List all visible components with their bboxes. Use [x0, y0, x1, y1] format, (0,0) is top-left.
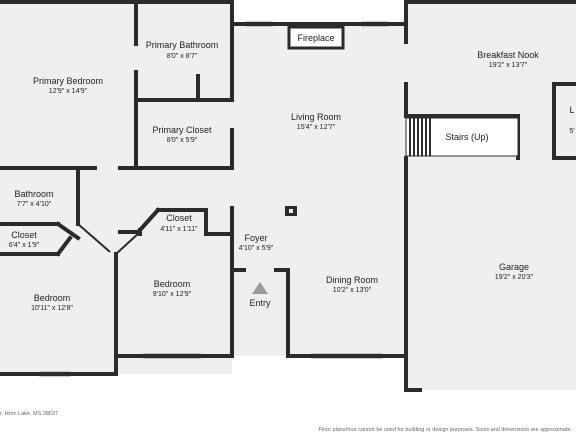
- room-primary-closet-name: Primary Closet: [152, 125, 212, 135]
- room-closet-small-dims: 6'4" x 1'9": [9, 242, 40, 249]
- room-breakfast-nook-dims: 19'2" x 13'7": [489, 62, 528, 69]
- footer-disclaimer: Floor plans/tour cannot be used for buil…: [318, 427, 572, 433]
- room-primary-bedroom-name: Primary Bedroom: [33, 76, 103, 86]
- room-closet-hall-name: Closet: [166, 213, 192, 223]
- room-primary-bedroom-dims: 12'9" x 14'9": [49, 88, 88, 95]
- room-bathroom-name: Bathroom: [14, 189, 53, 199]
- room-foyer-name: Foyer: [244, 233, 267, 243]
- room-bedroom-mid-dims: 9'10" x 12'9": [153, 291, 192, 298]
- room-closet-hall-dims: 4'11" x 1'11": [160, 226, 198, 233]
- fireplace-label: Fireplace: [297, 33, 334, 43]
- room-living-room-dims: 15'4" x 12'7": [297, 124, 336, 131]
- room-primary-bathroom-name: Primary Bathroom: [146, 40, 219, 50]
- walls: [0, 0, 576, 392]
- entry-label: Entry: [249, 298, 271, 308]
- entry-arrow-icon: [252, 282, 268, 294]
- room-dining-room-name: Dining Room: [326, 275, 378, 285]
- stairs: [405, 117, 519, 157]
- room-garage-name: Garage: [499, 262, 529, 272]
- room-bedroom-left-name: Bedroom: [34, 293, 71, 303]
- room-primary-bathroom-dims: 8'0" x 8'7": [167, 53, 198, 60]
- room-bedroom-left-dims: 10'11" x 12'8": [31, 305, 73, 312]
- stairs-label: Stairs (Up): [445, 132, 488, 142]
- room-foyer-dims: 4'10" x 5'9": [239, 245, 274, 252]
- hall-door-lines: [77, 223, 141, 255]
- room-bathroom-dims: 7'7" x 4'10": [17, 201, 52, 208]
- fireplace: [287, 25, 345, 50]
- room-dining-room-dims: 10'2" x 13'0": [333, 287, 372, 294]
- room-garage-dims: 19'2" x 20'3": [495, 274, 534, 281]
- room-living-room-name: Living Room: [291, 112, 341, 122]
- room-breakfast-nook-name: Breakfast Nook: [477, 50, 539, 60]
- room-primary-closet-dims: 8'0" x 5'9": [167, 137, 198, 144]
- room-partial-dims: 5': [569, 128, 574, 135]
- room-closet-small-name: Closet: [11, 230, 37, 240]
- room-bedroom-mid-name: Bedroom: [154, 279, 191, 289]
- footer-address: r, Horn Lake, MS 38637: [0, 411, 59, 417]
- room-partial-letter: L: [569, 105, 574, 115]
